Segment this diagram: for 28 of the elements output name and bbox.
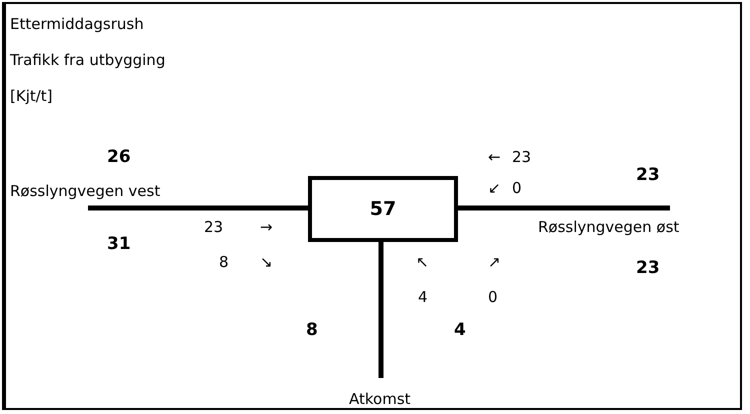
road-name: Røsslyngvegen øst bbox=[538, 218, 680, 236]
total-volume: 31 bbox=[107, 235, 131, 253]
total-volume: 8 bbox=[306, 321, 318, 339]
total-volume: 4 bbox=[454, 321, 466, 339]
road-name: Atkomst bbox=[349, 390, 411, 408]
intersection-box: 57 bbox=[308, 176, 458, 242]
road-line bbox=[458, 206, 670, 210]
direction-arrow: ↖ bbox=[416, 253, 429, 271]
turn-volume: 23 bbox=[204, 218, 224, 236]
turn-volume: 8 bbox=[219, 253, 229, 271]
direction-arrow: ↙ bbox=[488, 179, 501, 197]
turn-volume: 0 bbox=[512, 179, 522, 197]
road-line bbox=[378, 242, 384, 378]
unit-text: [Kjt/t] bbox=[10, 87, 53, 105]
subheading-text: Trafikk fra utbygging bbox=[10, 51, 166, 69]
total-volume: 23 bbox=[636, 166, 660, 184]
total-volume: 26 bbox=[107, 148, 131, 166]
turn-volume: 0 bbox=[488, 288, 498, 306]
direction-arrow: ← bbox=[488, 148, 501, 166]
direction-arrow: ↗ bbox=[488, 253, 501, 271]
direction-arrow: ↘ bbox=[260, 253, 273, 271]
turn-volume: 4 bbox=[418, 288, 428, 306]
turn-volume: 23 bbox=[512, 148, 532, 166]
road-line bbox=[88, 206, 308, 210]
road-name: Røsslyngvegen vest bbox=[10, 182, 160, 200]
total-volume: 23 bbox=[636, 259, 660, 277]
heading-text: Ettermiddagsrush bbox=[10, 15, 144, 33]
direction-arrow: → bbox=[260, 218, 273, 236]
